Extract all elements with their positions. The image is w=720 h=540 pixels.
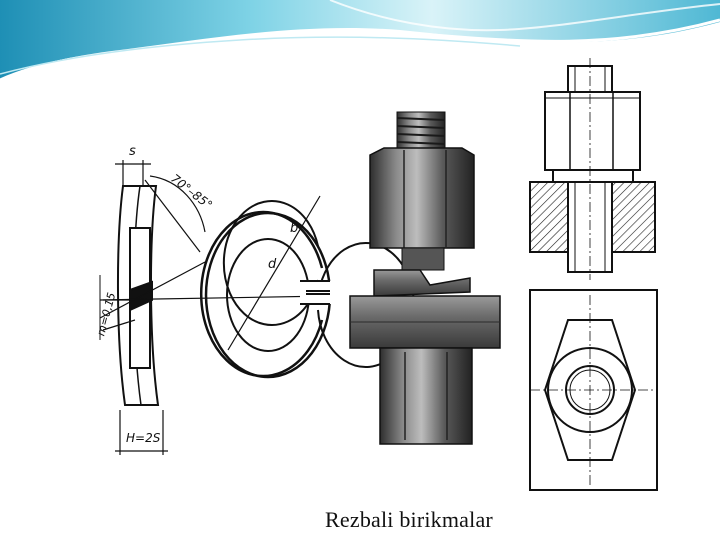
bolt-section-drawing	[529, 58, 658, 491]
label-d: d	[268, 257, 277, 272]
label-s: s	[129, 144, 136, 159]
label-m: m=0,15	[94, 291, 118, 337]
slide-caption: Rezbali birikmalar	[325, 507, 493, 532]
label-h: H=2S	[126, 431, 161, 445]
label-angle: 70°–85°	[168, 171, 215, 212]
bolt-nut-assembly	[349, 111, 501, 445]
spring-washer-front-view	[199, 195, 415, 379]
label-b: b	[290, 221, 298, 236]
top-banner	[0, 0, 720, 82]
spring-washer-side-view	[99, 160, 331, 455]
